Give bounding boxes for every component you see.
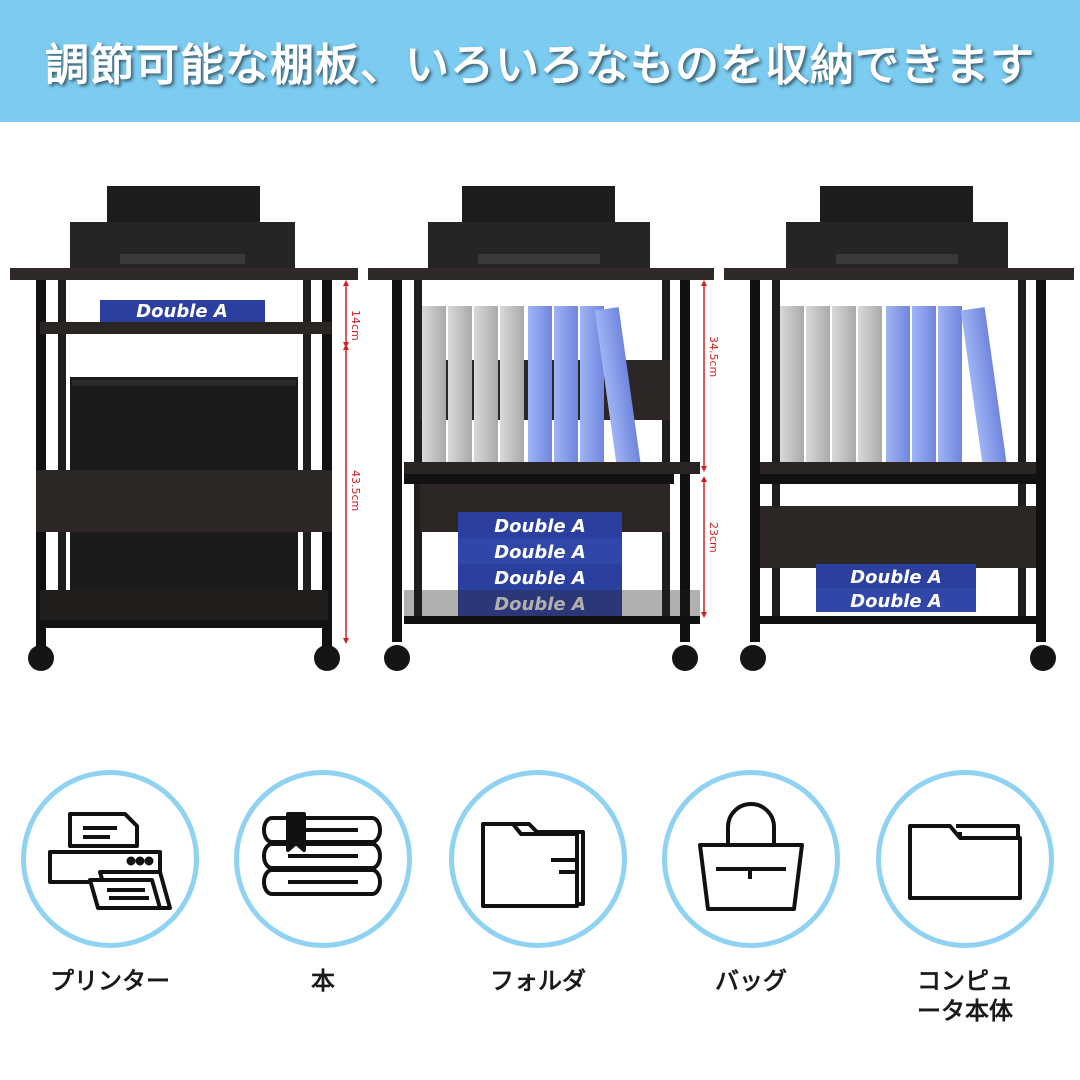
printer-on-cart [428,186,650,272]
dimension-marker: 14cm [343,280,362,348]
cart-drawer-closed: Double A Double A [724,186,1074,671]
use-case-books: 本 [228,770,418,996]
binder-row [780,306,1008,471]
caster-wheel [314,645,340,671]
paper-brand-label: Double A [494,568,586,589]
dimension-marker: 23cm [701,476,720,618]
use-case-label: コンピュ ータ本体 [917,967,1013,1025]
printer-on-cart [70,186,295,272]
bag-icon [662,770,840,948]
paper-brand-label: Double A [494,516,586,537]
drawer-front [760,506,1036,568]
paper-ream-stack: Double A Double A Double A Double A [458,512,622,616]
printer-on-cart [786,186,1008,272]
use-case-icons: プリンター 本 フォルダ [0,770,1080,1070]
page-title: 調節可能な棚板、いろいろなものを収納できます [45,40,1035,91]
cart-printer-storage: Double A 14cm [10,186,362,671]
caster-wheel [28,645,54,671]
use-case-label: 本 [311,967,335,995]
folder-stack-icon [449,770,627,948]
printer-icon [21,770,199,948]
bottom-shelf [40,590,328,620]
binder-row [422,306,642,471]
upper-shelf [40,322,332,334]
product-photo-row: Double A 14cm [0,122,1080,722]
use-case-label: フォルダ [490,967,586,995]
use-case-label: プリンター [50,967,170,995]
header-banner: 調節可能な棚板、いろいろなものを収納できます [0,0,1080,122]
use-case-folder: フォルダ [443,770,633,996]
cart-binders-paper: Double A Double A Double A Double A 34.5… [368,186,720,671]
dimension-marker: 43.5cm [343,344,362,644]
paper-brand-label: Double A [136,301,228,322]
use-case-bag: バッグ [656,770,846,996]
side-panel [36,470,332,532]
paper-brand-label: Double A [850,591,942,612]
books-icon [234,770,412,948]
use-case-label: バッグ [715,967,787,995]
paper-ream-box [100,300,265,322]
caster-wheel [1030,645,1056,671]
paper-brand-label: Double A [494,542,586,563]
paper-brand-label: Double A [850,567,942,588]
dimension-label: 23cm [707,522,720,553]
paper-ream-stack: Double A Double A [816,564,976,612]
top-board [10,268,358,280]
use-case-computer: コンピュ ータ本体 [870,770,1060,1026]
paper-brand-label: Double A [494,594,586,615]
computer-folder-icon [876,770,1054,948]
use-case-printer: プリンター [15,770,205,996]
dimension-marker: 34.5cm [701,280,720,472]
dimension-label: 14cm [349,310,362,341]
caster-wheel [384,645,410,671]
caster-wheel [672,645,698,671]
dimension-label: 34.5cm [707,336,720,377]
caster-wheel [740,645,766,671]
dimension-label: 43.5cm [349,470,362,511]
